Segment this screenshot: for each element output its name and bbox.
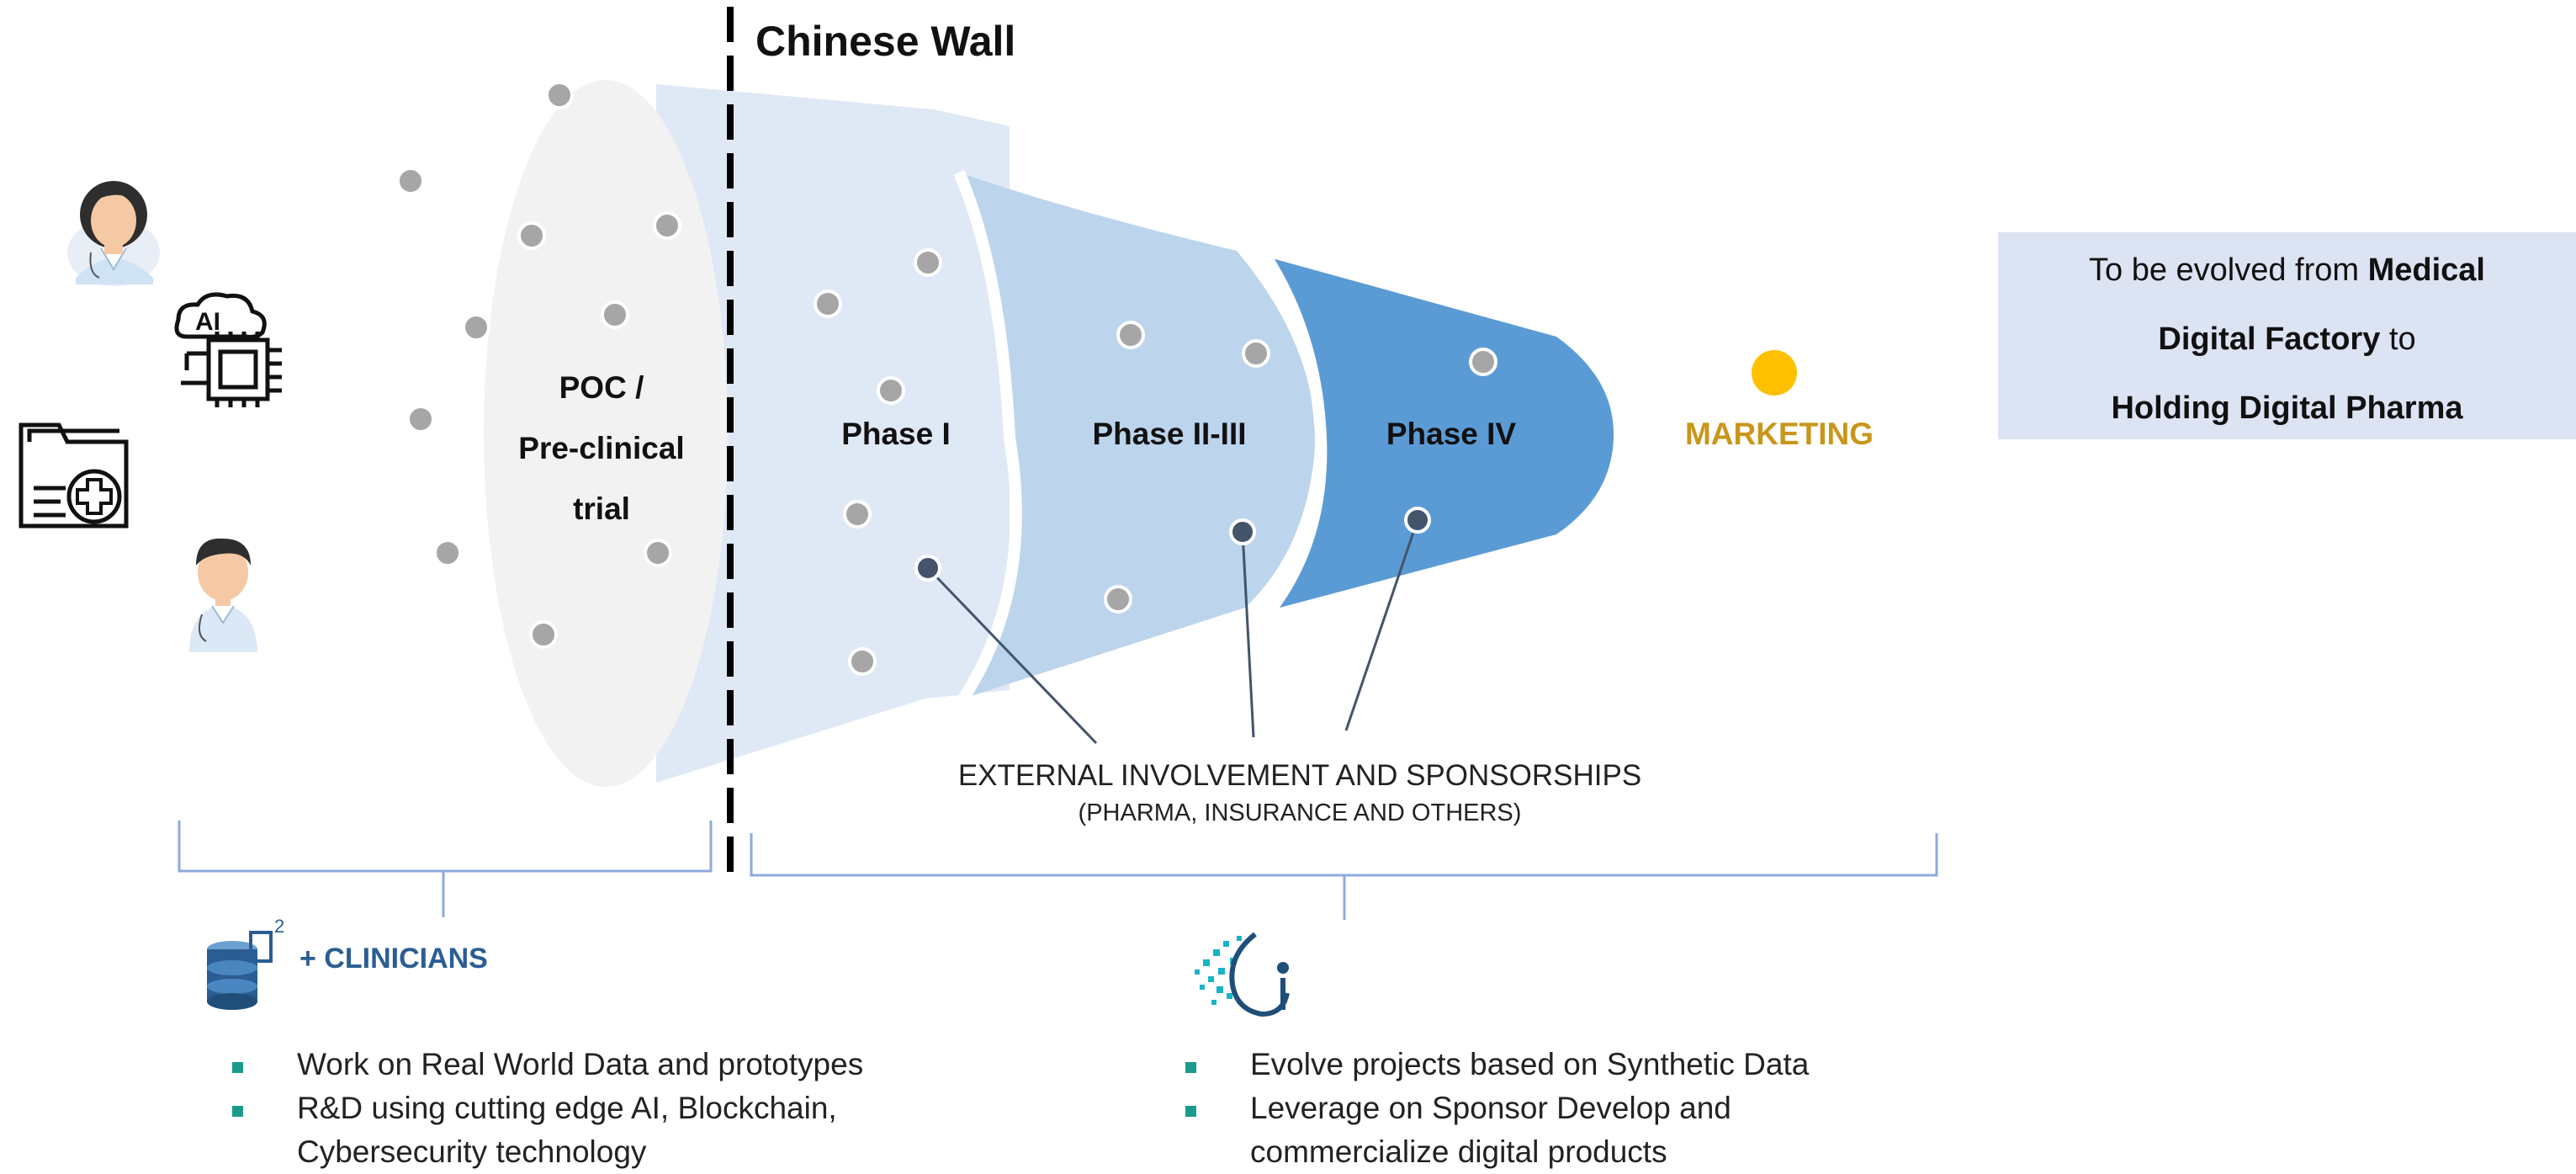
medical-folder-icon xyxy=(19,422,129,529)
evolve-line-1-prefix: To be evolved from xyxy=(2089,252,2368,288)
stage-poc-line-2: Pre-clinical xyxy=(518,431,685,465)
stage-phase-1-label: Phase I xyxy=(841,417,951,451)
funnel-phase-4 xyxy=(1266,257,1614,610)
male-doctor-icon xyxy=(189,538,257,652)
highlight-dots xyxy=(914,507,1431,582)
data-dots xyxy=(396,81,1497,676)
left-bullet-item: R&D using cutting edge AI, Blockchain, xyxy=(232,1086,973,1130)
evolve-line-2-suffix: to xyxy=(2380,321,2416,357)
evolve-line-3-bold: Holding Digital Pharma xyxy=(2111,390,2463,426)
clinicians-label: + CLINICIANS xyxy=(299,943,488,975)
svg-text:AI: AI xyxy=(195,308,220,336)
external-involvement-subtitle: (PHARMA, INSURANCE AND OTHERS) xyxy=(1078,799,1522,826)
stage-poc-label: POC / Pre-clinical trial xyxy=(488,358,715,539)
stage-phase-4-label: Phase IV xyxy=(1386,417,1517,451)
stage-marketing-label: MARKETING xyxy=(1684,417,1874,451)
funnel-phase-2-3 xyxy=(959,173,1316,699)
evolve-line-3: Holding Digital Pharma xyxy=(1998,374,2576,443)
funnel-separator-1 xyxy=(953,170,1022,702)
right-bullet-item: Leverage on Sponsor Develop and xyxy=(1185,1086,1943,1130)
stage-phase-2-3-label: Phase II-III xyxy=(1092,417,1247,451)
poc-ellipse xyxy=(484,80,728,787)
evolve-line-1-bold: Medical xyxy=(2367,252,2485,288)
evolve-line-2: Digital Factory to xyxy=(1998,305,2576,374)
marketing-dot xyxy=(1752,350,1797,396)
left-bullet-list: Work on Real World Data and prototypes R… xyxy=(232,1043,973,1174)
connector-lines xyxy=(926,519,1419,745)
database-icon: 2 xyxy=(207,916,284,1010)
female-doctor-icon xyxy=(67,181,160,286)
evolve-box: To be evolved from Medical Digital Facto… xyxy=(1998,232,2576,439)
chinese-wall-title: Chinese Wall xyxy=(755,18,1016,65)
stage-poc-line-3: trial xyxy=(573,491,630,526)
right-bullet-list: Evolve projects based on Synthetic Data … xyxy=(1185,1043,1943,1174)
evolve-line-1: To be evolved from Medical xyxy=(1998,236,2576,305)
synthetic-data-logo xyxy=(1195,932,1290,1017)
ai-chip-icon: AI xyxy=(174,292,282,407)
left-brace xyxy=(178,821,713,917)
svg-text:2: 2 xyxy=(274,916,284,937)
left-bullet-continuation: Cybersecurity technology xyxy=(297,1134,647,1169)
external-involvement-title: EXTERNAL INVOLVEMENT AND SPONSORSHIPS xyxy=(957,759,1642,792)
right-bullet-continuation: commercialize digital products xyxy=(1250,1134,1667,1169)
evolve-line-2-bold: Digital Factory xyxy=(2158,321,2381,357)
stage-poc-line-1: POC / xyxy=(559,370,644,405)
right-bullet-item: Evolve projects based on Synthetic Data xyxy=(1185,1043,1943,1086)
right-brace xyxy=(750,833,1938,920)
left-bullet-item: Work on Real World Data and prototypes xyxy=(232,1043,973,1086)
funnel-separator-2 xyxy=(1261,253,1328,614)
